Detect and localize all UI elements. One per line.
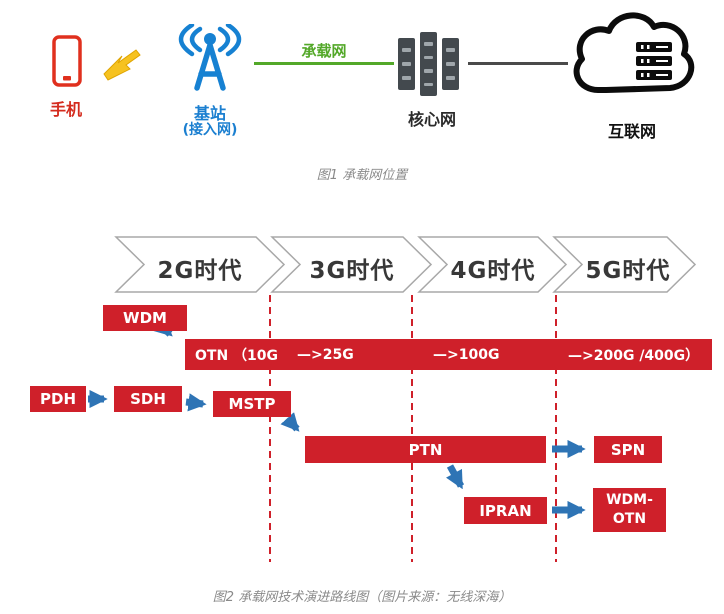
bar-spn: SPN	[594, 436, 662, 463]
bar-wdm-otn-line1: WDM-	[606, 492, 653, 508]
bar-ipran: IPRAN	[464, 497, 547, 524]
bar-otn: OTN （10G —>25G —>100G —>200G /400G）	[185, 339, 712, 370]
chevron-3g	[270, 236, 433, 293]
core-network-icon	[398, 32, 459, 96]
bearer-network-line	[254, 62, 394, 65]
bar-ptn: PTN	[305, 436, 546, 463]
bearer-network-label: 承载网	[301, 42, 347, 60]
bar-sdh: SDH	[114, 386, 182, 412]
otn-segment-10g: OTN （10G	[195, 347, 279, 364]
phone-label: 手机	[49, 100, 82, 119]
era-label-3g: 3G时代	[309, 258, 395, 284]
roadmap-graphics-layer	[88, 236, 697, 562]
era-label-2g: 2G时代	[157, 258, 243, 284]
server-tower	[398, 38, 415, 90]
otn-segment-25g: —>25G	[297, 346, 354, 363]
lightning-icon	[103, 49, 141, 81]
core-network-label: 核心网	[407, 110, 456, 129]
internet-cloud-icon	[573, 12, 695, 93]
figure1-network-diagram: 手机 基站 (接入网) 承载网	[0, 0, 724, 200]
figure2-caption: 图2 承载网技术演进路线图（图片来源：无线深海）	[212, 590, 512, 605]
era-label-4g: 4G时代	[450, 258, 536, 284]
arrow-ptn-to-ipran	[446, 464, 465, 490]
bar-wdm-otn: WDM- OTN	[593, 488, 666, 532]
era-chevrons	[114, 236, 697, 293]
server-tower	[442, 38, 459, 90]
figure1-caption: 图1 承载网位置	[316, 168, 408, 183]
station-sublabel: (接入网)	[182, 122, 238, 138]
bar-pdh: PDH	[30, 386, 86, 412]
arrow-mstp-to-ptn	[280, 412, 300, 432]
bar-wdm-otn-line2: OTN	[612, 511, 647, 527]
figure2-evolution-roadmap: 2G时代 3G时代 4G时代 5G时代 WDM OTN （10G —>25G —…	[0, 212, 724, 574]
chevron-2g	[114, 236, 286, 293]
station-label: 基站	[193, 104, 226, 123]
chevron-5g	[552, 236, 697, 293]
arrow-sdh-to-mstp	[185, 393, 207, 412]
core-internet-connector-line	[468, 62, 568, 65]
base-station-antenna-icon	[178, 24, 242, 91]
bar-mstp: MSTP	[213, 391, 291, 417]
server-tower	[420, 32, 437, 96]
era-divider-lines	[269, 295, 557, 562]
phone-icon	[52, 35, 82, 87]
internet-label: 互联网	[607, 122, 656, 141]
bar-wdm: WDM	[103, 305, 187, 331]
otn-segment-100g: —>100G	[433, 346, 500, 363]
chevron-4g	[417, 236, 568, 293]
otn-segment-200g-400g: —>200G /400G）	[568, 347, 700, 364]
era-label-5g: 5G时代	[585, 258, 671, 284]
cloud-server-icon	[636, 42, 672, 80]
